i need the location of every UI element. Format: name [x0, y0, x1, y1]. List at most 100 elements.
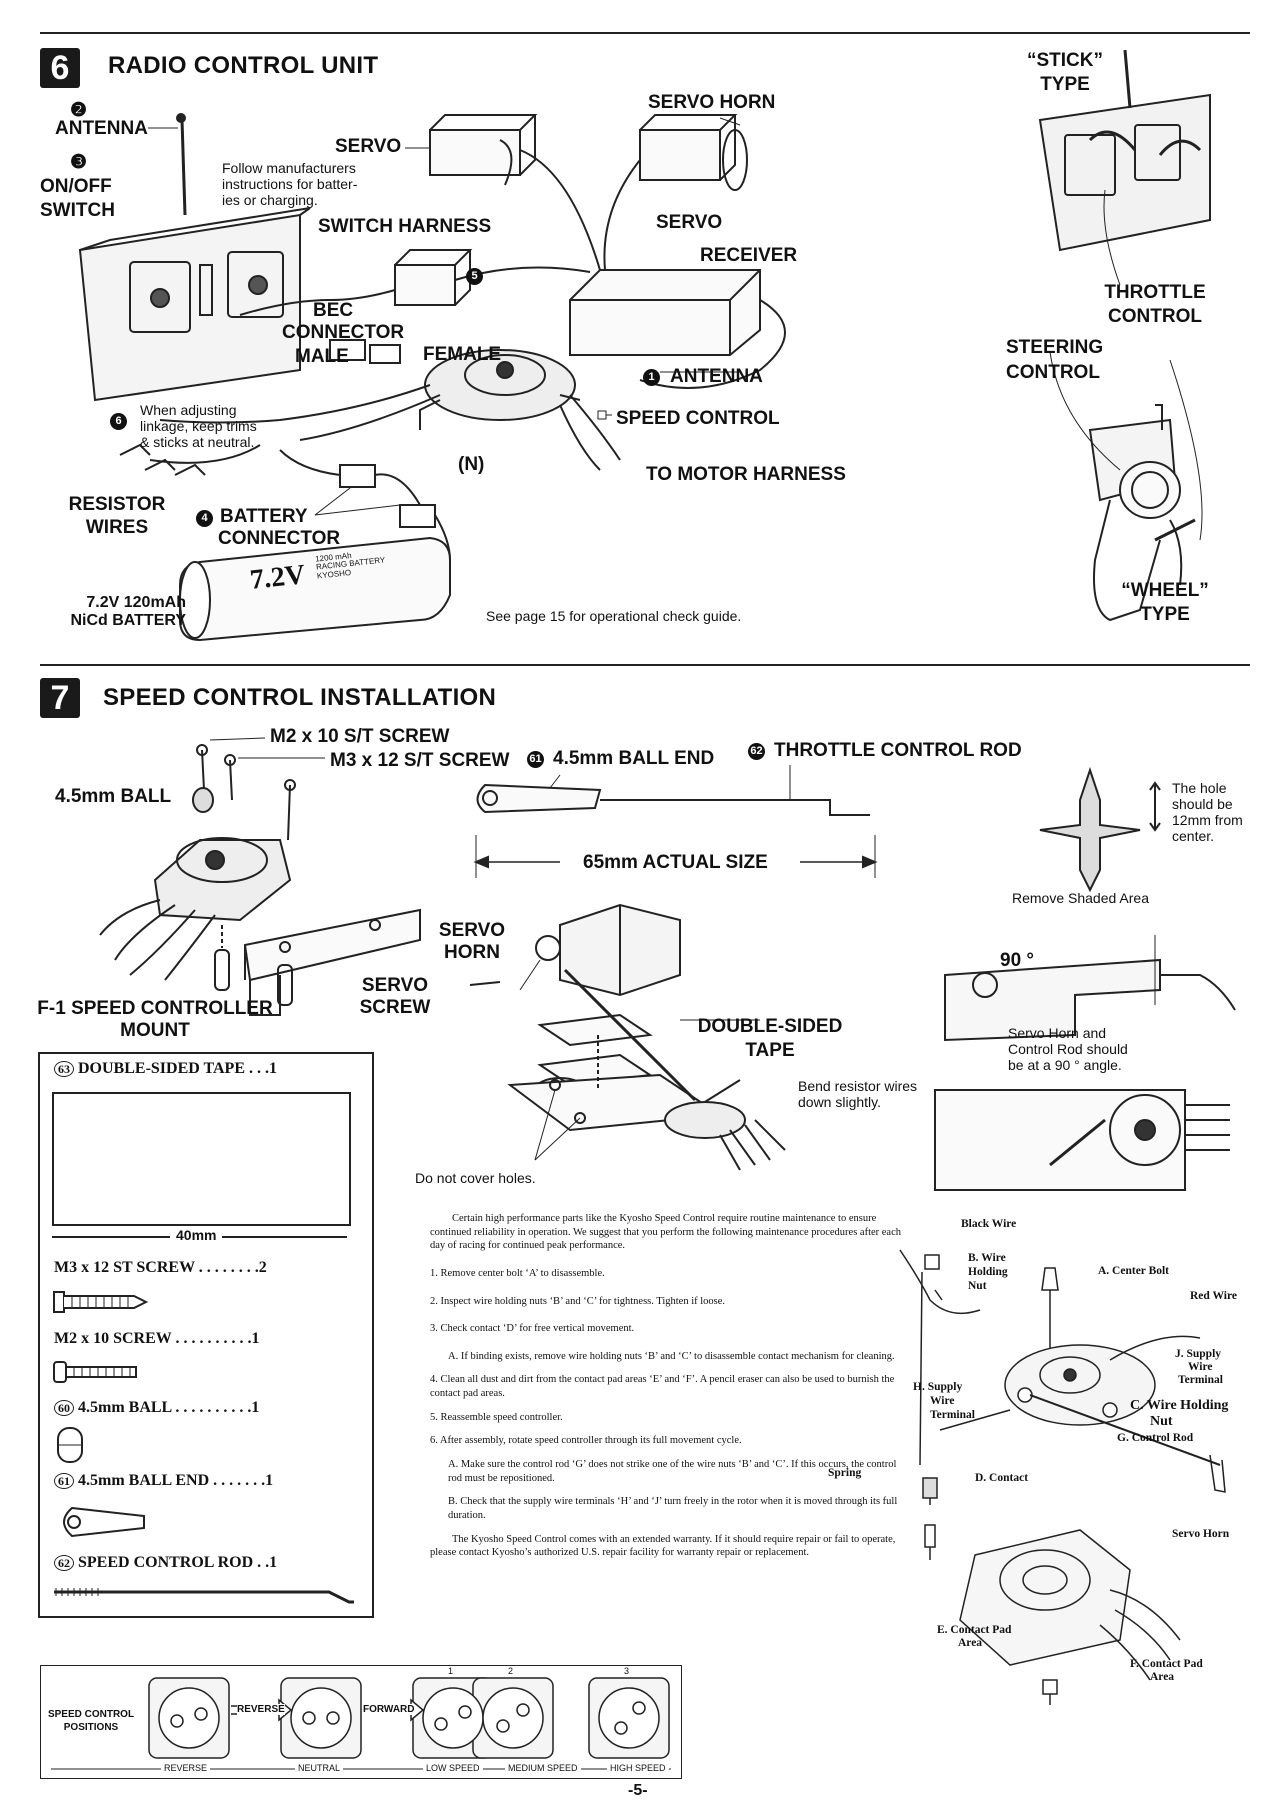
rod-icon [54, 1588, 354, 1604]
page-number: -5- [628, 1782, 648, 1799]
adjust-callout: 6 [110, 413, 127, 431]
caption-high: HIGH SPEED [607, 1763, 669, 1773]
h-label-2: Wire [930, 1395, 955, 1407]
m2-screw-label: M2 x 10 S/T SCREW [270, 726, 450, 747]
black-wire-label: Black Wire [961, 1218, 1017, 1230]
part-tape-label: DOUBLE-SIDED TAPE . . .1 [78, 1060, 277, 1077]
adjust-note-3: & sticks at neutral. [140, 434, 255, 450]
battery-connector-label-2: CONNECTOR [218, 528, 341, 549]
bec-label-2: CONNECTOR [282, 322, 405, 343]
m2-screw-icon [53, 1361, 137, 1383]
antenna-number: ❷ [70, 100, 88, 121]
f1-mount-label-1: F-1 SPEED CONTROLLER [37, 998, 273, 1019]
maintenance-text: Certain high performance parts like the … [430, 1212, 910, 1568]
follow-note-2: instructions for batter- [222, 176, 358, 192]
positions-title: SPEED CONTROL POSITIONS [45, 1708, 137, 1734]
servo-horn-label-2: HORN [444, 942, 500, 963]
maintenance-step-4: 4. Clean all dust and dirt from the cont… [430, 1374, 895, 1400]
resistor-label-2: WIRES [85, 517, 149, 538]
ball-label: 4.5mm BALL [55, 786, 172, 807]
part-rod-label: SPEED CONTROL ROD . .1 [78, 1554, 278, 1571]
maintenance-step-5: 5. Reassemble speed controller. [430, 1411, 563, 1423]
horn-note-3: be at a 90 ° angle. [1008, 1057, 1122, 1073]
m3-screw-icon [53, 1291, 149, 1313]
maintenance-step-3: 3. Check contact ‘D’ for free vertical m… [430, 1323, 635, 1335]
battery-connector-callout: 4 [196, 510, 213, 528]
tape-swatch [52, 1092, 351, 1226]
servo-label-1: SERVO [335, 136, 402, 157]
tape-size: 40mm [170, 1227, 223, 1243]
top-rule [40, 32, 1250, 34]
actual-size-label: 65mm ACTUAL SIZE [583, 852, 768, 873]
steering-label-2: CONTROL [1006, 362, 1100, 383]
maintenance-step-1: 1. Remove center bolt ‘A’ to disassemble… [430, 1267, 605, 1279]
servo-screw-label-1: SERVO [361, 975, 429, 996]
maintenance-step-2: 2. Inspect wire holding nuts ‘B’ and ‘C’… [430, 1295, 726, 1307]
bend-note-1: Bend resistor wires [798, 1078, 918, 1094]
j-label-3: Terminal [1178, 1374, 1223, 1386]
h-label-1: H. Supply [913, 1381, 963, 1393]
spring-label: Spring [828, 1467, 862, 1479]
positions-title-2: POSITIONS [63, 1722, 119, 1733]
see-page-note: See page 15 for operational check guide. [486, 608, 742, 624]
hole-note-2: should be [1172, 796, 1233, 812]
speed-control-install-diagram [99, 737, 1236, 1191]
hole-note-1: The hole [1172, 780, 1227, 796]
caption-neutral: NEUTRAL [295, 1763, 344, 1773]
part-ball-label: 4.5mm BALL . . . . . . . . . .1 [78, 1399, 260, 1416]
part-ball-num: 60 [54, 1400, 74, 1416]
positions-title-1: SPEED CONTROL [47, 1709, 135, 1720]
follow-note-3: ies or charging. [222, 192, 318, 208]
battery-label-2: NiCd BATTERY [70, 612, 186, 629]
maintenance-intro: Certain high performance parts like the … [430, 1213, 902, 1252]
resistor-label-1: RESISTOR [68, 494, 166, 515]
maintenance-step-6a: A. Make sure the control rod ‘G’ does no… [448, 1459, 897, 1484]
part-ball-end: 61 4.5mm BALL END . . . . . . .1 [54, 1472, 273, 1490]
tape-label-1: DOUBLE-SIDED [697, 1016, 843, 1037]
c-label-1: C. Wire Holding [1130, 1398, 1229, 1413]
section-divider [40, 664, 1250, 666]
part-m2-screw: M2 x 10 SCREW . . . . . . . . . .1 [54, 1330, 260, 1347]
stick-label-2: TYPE [1040, 74, 1090, 95]
section-6-number: 6 [40, 48, 80, 88]
remove-shaded-note: Remove Shaded Area [1012, 890, 1149, 906]
male-label: MALE [295, 346, 349, 367]
adjust-note-1: When adjusting [140, 402, 237, 418]
part-tape-num: 63 [54, 1061, 74, 1077]
servo-horn-label-1: SERVO [438, 920, 506, 941]
servo-horn-label: SERVO HORN [648, 92, 776, 113]
female-label: FEMALE [423, 344, 502, 365]
ball-icon [57, 1427, 83, 1463]
part-m3-screw: M3 x 12 ST SCREW . . . . . . . .2 [54, 1259, 267, 1276]
caption-reverse: REVERSE [161, 1763, 211, 1773]
neutral-label: (N) [458, 454, 485, 475]
reverse-arrow-label: REVERSE [237, 1704, 285, 1715]
b-label-1: B. Wire [968, 1252, 1006, 1264]
pos-num-2: 2 [508, 1666, 514, 1676]
f1-mount-label-2: MOUNT [120, 1020, 190, 1041]
switch-number: ❸ [70, 152, 88, 173]
d-label: D. Contact [975, 1472, 1029, 1484]
throttle-label-1: THROTTLE [1104, 282, 1206, 303]
b-label-3: Nut [968, 1280, 987, 1292]
antenna-label: ANTENNA [55, 118, 148, 139]
e-label-1: E. Contact Pad [937, 1624, 1012, 1636]
maintenance-step-6: 6. After assembly, rotate speed controll… [430, 1435, 742, 1447]
battery-connector-label-1: BATTERY [220, 506, 308, 527]
j-label-1: J. Supply [1175, 1348, 1222, 1360]
g-label: G. Control Rod [1117, 1432, 1194, 1444]
follow-note-1: Follow manufacturers [222, 160, 356, 176]
horn-note-1: Servo Horn and [1008, 1025, 1107, 1041]
speed-control-positions: SPEED CONTROL POSITIONS REVERSE FORWARD [40, 1665, 682, 1779]
antenna-label-2: ANTENNA [670, 366, 763, 387]
angle-label: 90 ° [1000, 950, 1035, 971]
f-label-1: F. Contact Pad [1130, 1658, 1203, 1670]
red-wire-label: Red Wire [1190, 1290, 1237, 1302]
ball-end-label: 4.5mm BALL END [553, 748, 715, 769]
forward-arrow-label: FORWARD [363, 1704, 415, 1715]
servo-label-2: SERVO [656, 212, 723, 233]
positions-graphics [51, 1677, 671, 1770]
j-label-2: Wire [1188, 1361, 1213, 1373]
switch-harness-callout: 5 [466, 268, 483, 286]
hole-note-4: center. [1172, 828, 1215, 844]
